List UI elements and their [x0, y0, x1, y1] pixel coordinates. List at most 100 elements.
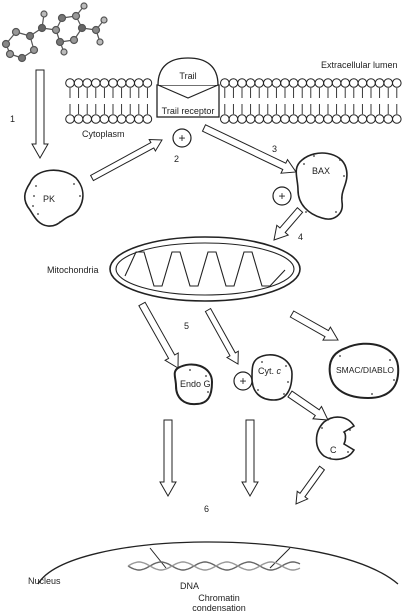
protein-dot	[35, 185, 37, 187]
lipid-head	[366, 114, 376, 124]
protein-dot	[37, 213, 39, 215]
pk-label: PK	[43, 194, 55, 204]
bax-protein	[295, 152, 348, 220]
plus-circle-receptor	[172, 128, 192, 148]
arrow-pk-to-receptor	[89, 138, 163, 182]
protein-dot	[79, 195, 81, 197]
step-3-label: 3	[272, 144, 277, 154]
arrow-to-smac	[289, 310, 339, 341]
lipid-head	[297, 114, 308, 124]
protein-dot	[339, 159, 341, 161]
lipid-head	[99, 78, 110, 88]
step-5-label: 5	[184, 321, 189, 331]
lipid-head	[99, 114, 110, 124]
lipid-head	[280, 78, 290, 88]
protein-dot	[189, 369, 191, 371]
protein-dot	[329, 457, 331, 459]
chromatin-label-line1: Chromatin	[198, 593, 240, 603]
arrow-to-c	[287, 390, 329, 421]
lipid-head	[220, 78, 230, 88]
protein-dot	[335, 211, 337, 213]
pathway-arrows	[31, 69, 339, 505]
step-6-label: 6	[204, 504, 209, 514]
lipid-head	[280, 114, 290, 124]
step-2-label: 2	[174, 154, 179, 164]
lipid-head	[349, 78, 359, 88]
c-label: C	[330, 445, 337, 455]
lipid-head	[357, 114, 368, 124]
plus-sign-receptor: +	[178, 131, 185, 145]
lipid-head	[116, 78, 127, 88]
cytoplasm-label: Cytoplasm	[82, 129, 125, 139]
nucleus-envelope	[37, 541, 399, 585]
lipid-head	[82, 114, 92, 124]
step-1-label: 1	[10, 114, 15, 124]
mitochondria-label: Mitochondria	[47, 265, 99, 275]
lipid-head	[73, 114, 84, 124]
lipid-head	[288, 114, 299, 124]
lipid-head	[228, 78, 239, 88]
lipid-head	[142, 114, 153, 124]
lipid-head	[108, 114, 118, 124]
lipid-head	[306, 114, 316, 124]
dna-strand	[127, 561, 301, 571]
bax-label: BAX	[312, 166, 330, 176]
protein-surface-dots	[32, 155, 395, 459]
lipid-head	[306, 78, 316, 88]
lipid-head	[392, 114, 402, 124]
lipid-head	[374, 78, 385, 88]
lipid-head	[271, 78, 282, 88]
protein-dot	[205, 375, 207, 377]
plus-circle-bax	[272, 186, 292, 206]
protein-dot	[371, 393, 373, 395]
lipid-head	[134, 78, 144, 88]
arrow-cyt-c-down	[241, 419, 259, 498]
lipid-head	[91, 114, 101, 124]
protein-dot	[321, 427, 323, 429]
protein-dot	[313, 155, 315, 157]
arrow-to-cyt-c	[204, 307, 239, 365]
protein-dot	[32, 205, 34, 207]
arrow-c-down	[295, 465, 326, 505]
protein-dot	[305, 211, 307, 213]
lipid-head	[125, 78, 135, 88]
lipid-head	[237, 78, 247, 88]
lipid-head	[366, 78, 376, 88]
lipid-head	[357, 78, 368, 88]
arrow-step-4	[273, 206, 304, 241]
lipid-head	[314, 114, 325, 124]
lipid-head	[237, 114, 247, 124]
dna-strand-b	[127, 561, 301, 571]
lipid-head	[374, 114, 385, 124]
endo-g-label: Endo G	[180, 379, 211, 389]
protein-dot	[33, 195, 35, 197]
lipid-head	[392, 78, 402, 88]
step-4-label: 4	[298, 232, 303, 242]
nucleus-label: Nucleus	[28, 576, 61, 586]
plus-sign-bax: +	[278, 189, 285, 203]
lipid-head	[134, 114, 144, 124]
protein-dot	[73, 183, 75, 185]
lipid-head	[383, 114, 394, 124]
endo-g-protein	[173, 363, 214, 406]
protein-dot	[349, 429, 351, 431]
lipid-head	[91, 78, 101, 88]
lipid-head	[142, 78, 153, 88]
lipid-head	[331, 78, 342, 88]
lipid-head	[323, 114, 333, 124]
lipid-head	[228, 114, 239, 124]
arrow-to-endo-g	[138, 301, 179, 369]
chromatin-mark-left	[149, 547, 167, 569]
lipid-head	[383, 78, 394, 88]
protein-dot	[393, 379, 395, 381]
lipid-head	[245, 78, 256, 88]
dna-strand-a	[127, 561, 301, 571]
cell-membrane	[65, 78, 402, 124]
lipid-head	[254, 114, 265, 124]
lipid-head	[116, 114, 127, 124]
arrow-step-1	[31, 69, 49, 160]
lipid-head	[125, 114, 135, 124]
trail-receptor	[156, 57, 220, 118]
protein-dot	[207, 391, 209, 393]
trail-label: Trail	[179, 71, 196, 81]
